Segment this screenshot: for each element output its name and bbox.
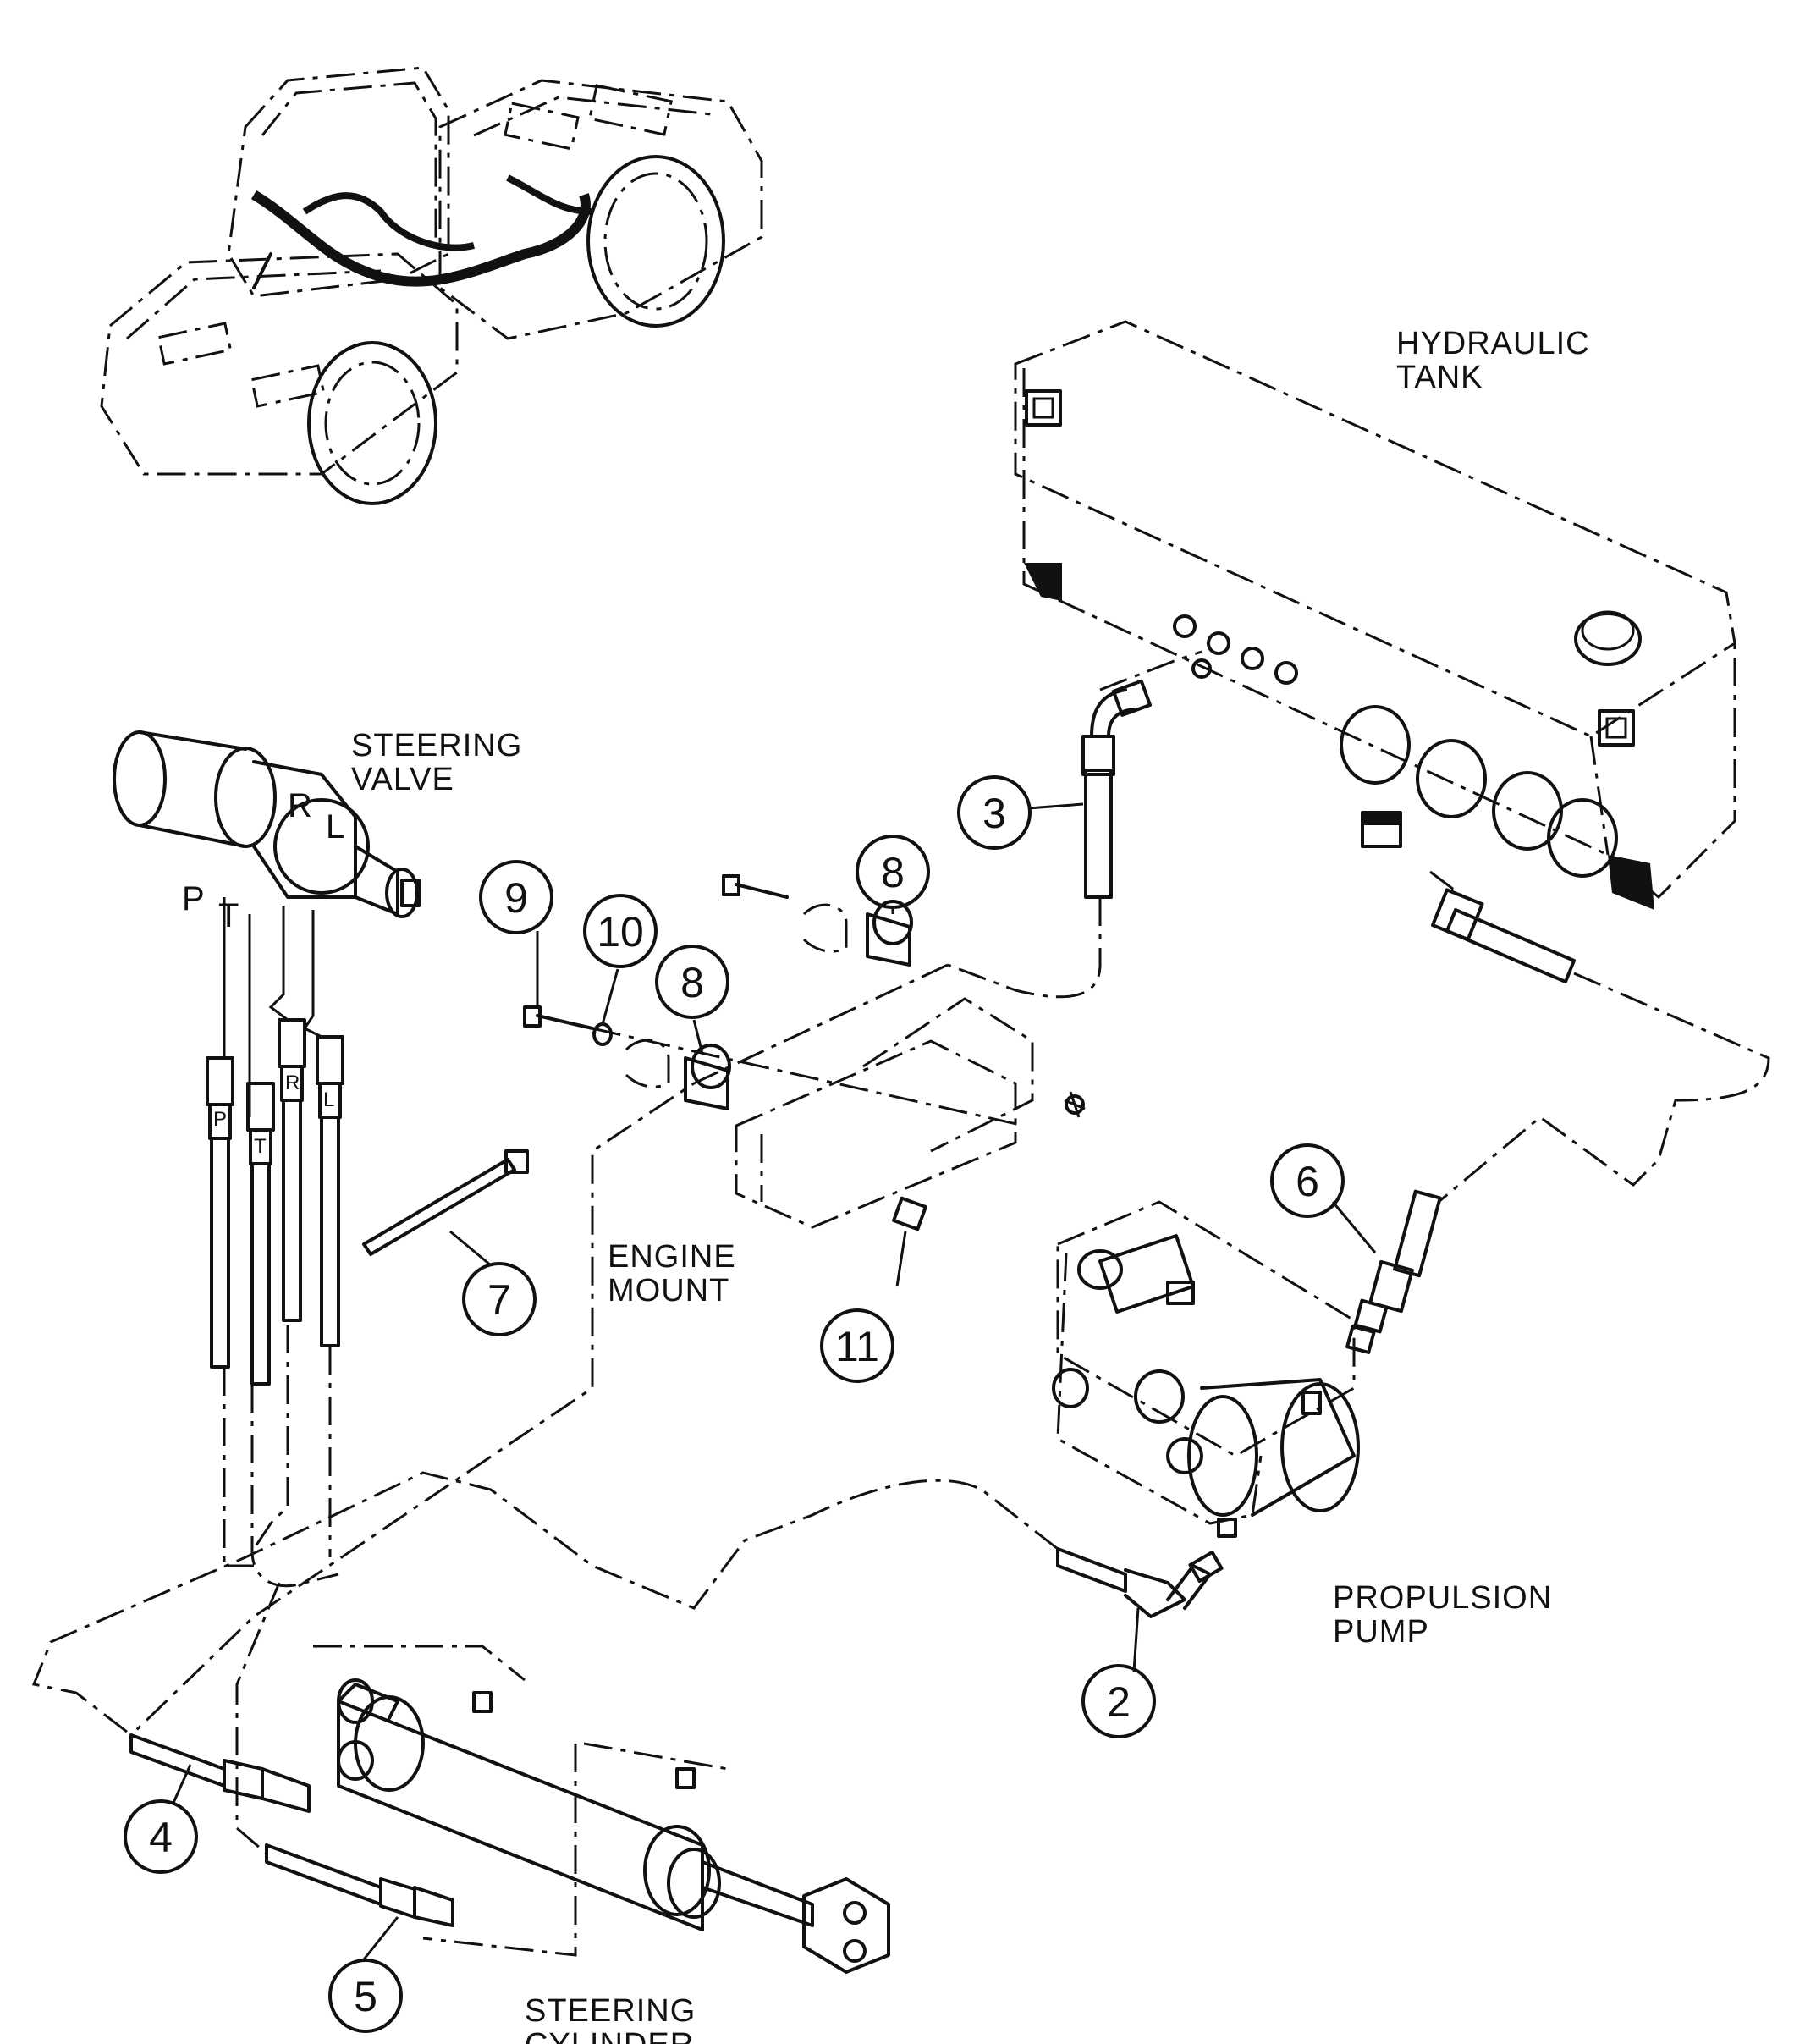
callout-6-label: 6 bbox=[1296, 1158, 1319, 1205]
steering-valve-label-line1: STEERING bbox=[351, 728, 522, 763]
engine-mount-label-line2: MOUNT bbox=[608, 1273, 729, 1308]
callout-6: 6 bbox=[1270, 1143, 1345, 1218]
hose-tag-l: L bbox=[323, 1088, 334, 1111]
steering-cylinder bbox=[313, 1645, 890, 1974]
propulsion-pump-label-line2: PUMP bbox=[1333, 1614, 1429, 1650]
callout-4-label: 4 bbox=[149, 1814, 173, 1861]
propulsion-pump-label-line1: PROPULSION bbox=[1333, 1580, 1552, 1616]
engine-mount-label-line1: ENGINE bbox=[608, 1239, 736, 1275]
callout-7-label: 7 bbox=[487, 1276, 511, 1324]
engine-mount-bracket bbox=[523, 874, 1086, 1231]
callout-8-lower: 8 bbox=[655, 945, 729, 1019]
callout-11: 11 bbox=[820, 1308, 894, 1383]
valve-port-r-label: R bbox=[288, 787, 312, 824]
tank-outlet-hose bbox=[1430, 888, 1576, 983]
valve-port-p-label: P bbox=[182, 880, 205, 917]
callout-3: 3 bbox=[957, 775, 1032, 850]
valve-port-l-label: L bbox=[326, 808, 344, 846]
callout-5: 5 bbox=[328, 1959, 403, 2033]
callout-7: 7 bbox=[462, 1262, 537, 1336]
callout-10-label: 10 bbox=[597, 908, 644, 956]
callout-8-upper: 8 bbox=[856, 835, 930, 909]
steering-valve: P T R L bbox=[113, 730, 421, 934]
hose-3 bbox=[1081, 679, 1153, 899]
callout-5-label: 5 bbox=[354, 1973, 377, 2020]
callout-10: 10 bbox=[583, 894, 658, 968]
hose-6 bbox=[1345, 1189, 1442, 1354]
callout-8-lower-label: 8 bbox=[680, 959, 704, 1006]
hose-4 bbox=[129, 1733, 311, 1813]
roller-overview bbox=[100, 66, 763, 505]
callout-2: 2 bbox=[1081, 1664, 1156, 1738]
callout-9-label: 9 bbox=[504, 874, 528, 922]
hose-5 bbox=[265, 1843, 454, 1927]
callout-8-upper-label: 8 bbox=[881, 849, 905, 896]
valve-port-t-label: T bbox=[218, 897, 239, 934]
steering-valve-label-line2: VALVE bbox=[351, 762, 454, 797]
callout-leaders bbox=[172, 802, 1377, 1960]
hydraulic-tank-label-line2: TANK bbox=[1396, 360, 1483, 395]
hose-tag-t: T bbox=[254, 1135, 267, 1158]
steering-cylinder-label-line2: CYLINDER bbox=[525, 2027, 694, 2044]
steering-hoses: P T R L bbox=[206, 1018, 344, 1386]
hose-tag-r: R bbox=[285, 1072, 300, 1094]
hose-tag-p: P bbox=[213, 1108, 227, 1131]
callout-11-label: 11 bbox=[835, 1323, 879, 1370]
callout-2-label: 2 bbox=[1107, 1678, 1131, 1726]
callout-4: 4 bbox=[124, 1799, 198, 1874]
cable-tie bbox=[362, 1149, 529, 1256]
callout-9: 9 bbox=[479, 860, 553, 934]
hydraulic-tank bbox=[1014, 320, 1736, 910]
hose-routing-lines bbox=[31, 650, 1770, 1855]
hose-2 bbox=[1056, 1547, 1224, 1618]
callout-3-label: 3 bbox=[982, 790, 1006, 837]
steering-cylinder-label-line1: STEERING bbox=[525, 1993, 696, 2029]
hydraulic-tank-label-line1: HYDRAULIC bbox=[1396, 326, 1590, 361]
propulsion-pump bbox=[1052, 1200, 1360, 1538]
